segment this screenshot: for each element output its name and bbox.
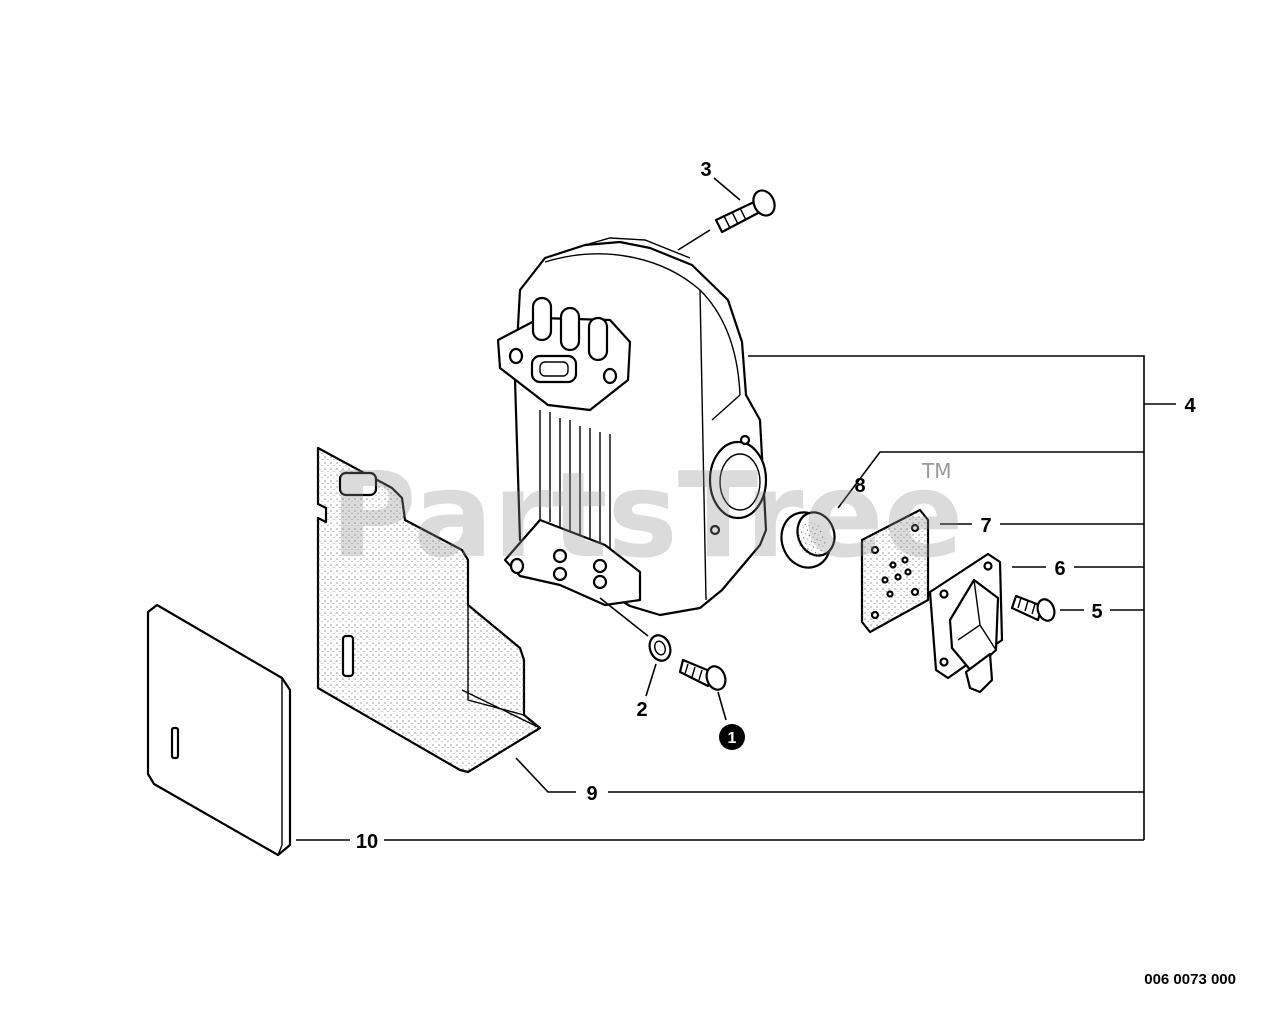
part-3-screw[interactable] <box>714 187 779 234</box>
callout-6[interactable]: 6 <box>1054 558 1065 580</box>
part-7-gasket[interactable] <box>860 508 930 634</box>
callout-4[interactable]: 4 <box>1184 395 1196 417</box>
drawing-code: 006 0073 000 <box>1144 971 1236 988</box>
callout-5[interactable]: 5 <box>1091 601 1102 623</box>
callout-1[interactable]: 1 <box>719 724 745 750</box>
part-6-exhaust-deflector[interactable] <box>928 552 1004 694</box>
callout-3[interactable]: 3 <box>700 159 711 181</box>
leader-lines <box>296 177 1176 841</box>
callout-10[interactable]: 10 <box>356 831 378 853</box>
watermark-text: PartsTree <box>330 446 964 584</box>
part-4-muffler-assembly[interactable] <box>496 237 768 617</box>
part-8-spark-arrestor[interactable] <box>774 505 841 574</box>
callout-7[interactable]: 7 <box>980 515 991 537</box>
part-10-cover-plate[interactable] <box>146 603 292 857</box>
part-1-bolt[interactable] <box>678 658 729 692</box>
part-5-screw[interactable] <box>1010 594 1057 623</box>
callout-8[interactable]: 8 <box>854 475 865 497</box>
part-9-heat-shield[interactable] <box>316 446 542 774</box>
part-2-washer[interactable] <box>646 632 674 663</box>
callout-1-label: 1 <box>728 730 737 747</box>
callout-2[interactable]: 2 <box>636 699 647 721</box>
callout-9[interactable]: 9 <box>586 783 597 805</box>
watermark-trademark: TM <box>921 459 951 483</box>
